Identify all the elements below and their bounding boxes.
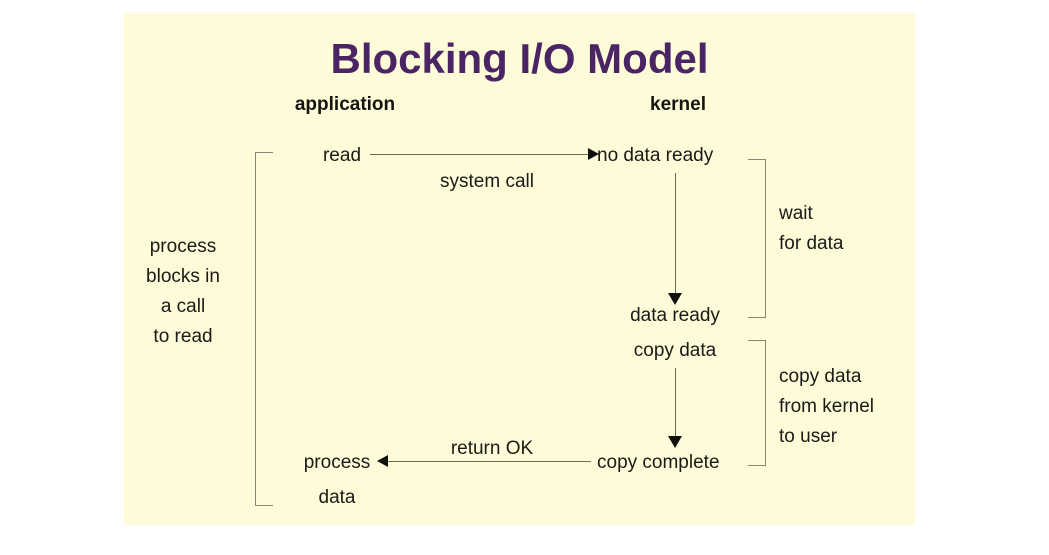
bracket-label-process-blocks-line4: to read: [153, 326, 213, 347]
node-process: process: [303, 452, 371, 473]
bracket-label-copy-line3: to user: [779, 426, 838, 447]
edge-system-call-line: [370, 154, 594, 155]
column-header-application: application: [294, 94, 396, 115]
edge-copy-line: [675, 368, 676, 440]
diagram-canvas: Blocking I/O Model application kernel re…: [124, 13, 915, 525]
node-read: read: [322, 145, 362, 166]
node-data: data: [318, 487, 356, 508]
node-copy-complete: copy complete: [597, 452, 720, 473]
column-header-kernel: kernel: [650, 94, 706, 115]
edge-label-system-call: system call: [440, 171, 534, 192]
bracket-label-wait-line2: for data: [779, 233, 844, 254]
edge-return-ok-line: [388, 461, 591, 462]
edge-label-return-ok: return OK: [450, 438, 534, 459]
bracket-label-copy-line2: from kernel: [779, 396, 875, 417]
bracket-label-wait-line1: wait: [779, 203, 813, 224]
bracket-label-process-blocks-line3: a call: [160, 296, 206, 317]
page-title: Blocking I/O Model: [330, 35, 709, 82]
arrow-down-icon: [668, 293, 682, 305]
bracket-label-copy-line1: copy data: [779, 366, 862, 387]
node-copy-data: copy data: [633, 340, 717, 361]
arrow-left-icon: [377, 455, 388, 467]
node-data-ready: data ready: [630, 305, 720, 326]
arrow-down-icon-2: [668, 436, 682, 448]
bracket-wait-for-data: [748, 159, 766, 318]
bracket-label-process-blocks-line2: blocks in: [146, 266, 220, 287]
bracket-copy-from-kernel: [748, 340, 766, 466]
bracket-process-blocks: [255, 152, 273, 506]
arrow-right-icon: [588, 148, 599, 160]
node-no-data-ready: no data ready: [597, 145, 714, 166]
bracket-label-process-blocks-line1: process: [149, 236, 217, 257]
edge-wait-line: [675, 173, 676, 297]
